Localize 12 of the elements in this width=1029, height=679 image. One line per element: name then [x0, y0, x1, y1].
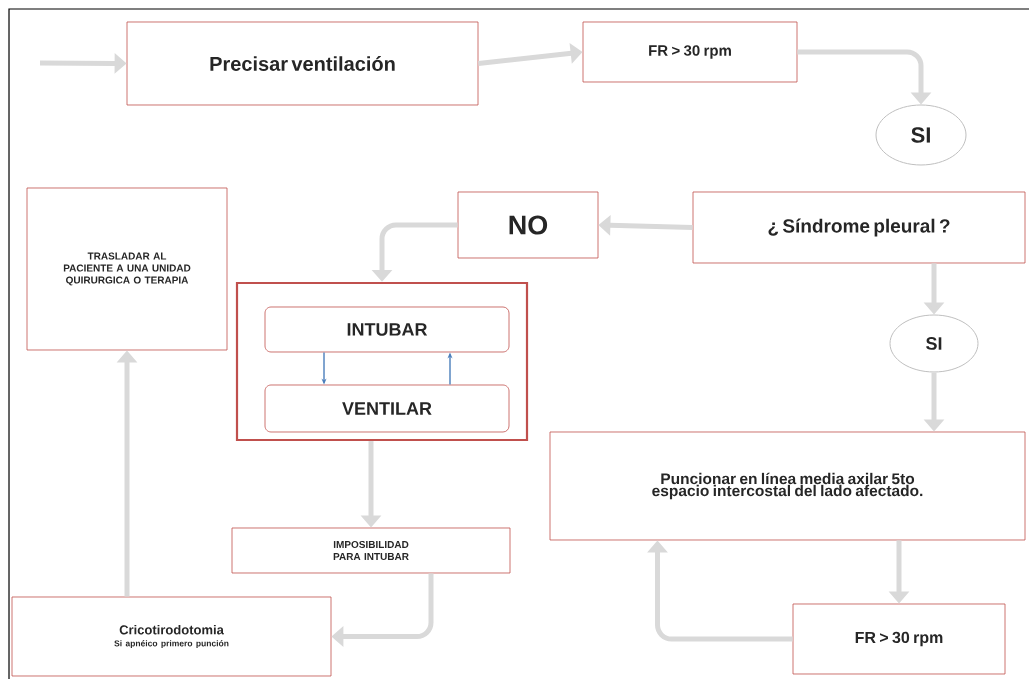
process-box: INTUBAR [264, 306, 510, 353]
process-box: VENTILAR [264, 384, 510, 433]
process-box: Puncionar en línea media axilar 5to espacio intercostal del lado afectado. [549, 431, 1026, 541]
process-box: IMPOSIBILIDAD PARA INTUBAR [231, 527, 511, 574]
decision-box: ¿ Síndrome pleural ? [692, 191, 1026, 264]
decision-box: FR > 30 rpm [582, 21, 798, 83]
process-box: TRASLADAR AL PACIENTE A UNA UNIDAD QUIRURGICA O TERAPIA [26, 187, 228, 351]
group-box [235, 281, 529, 442]
process-box: FR > 30 rpm [792, 603, 1006, 675]
process-box: Precisar ventilación [126, 21, 479, 106]
process-box: Cricotirodotomia Si apnéico primero punción [11, 596, 332, 677]
answer-box: NO [457, 191, 599, 259]
